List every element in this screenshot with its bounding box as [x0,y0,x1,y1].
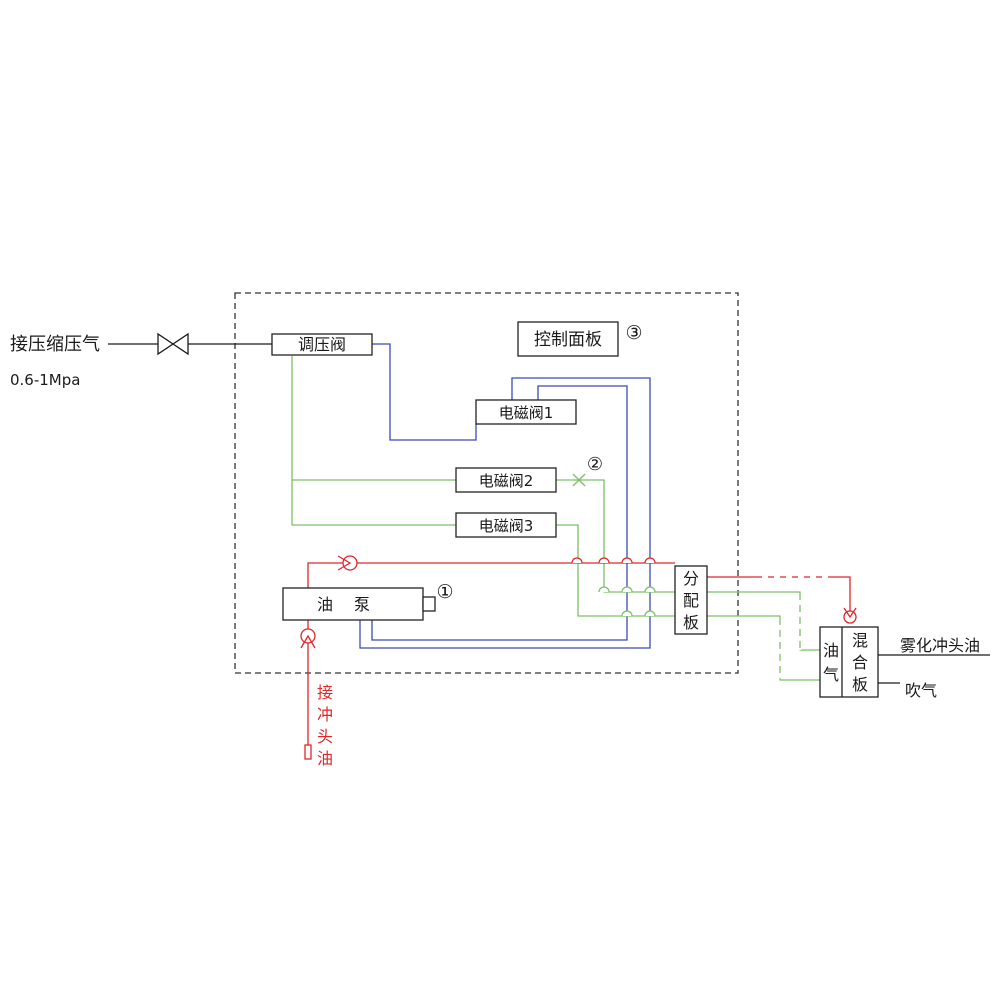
solenoid-1-box [475,399,577,425]
mixer-label-1: 混 [852,631,868,650]
regulator-label: 调压阀 [298,335,346,354]
solenoid-3-box [455,512,557,538]
distributor-box [674,565,708,635]
green-dashed-segments [779,600,801,680]
oil-pump-marker: ① [436,581,453,603]
check-valve-icon [843,607,857,624]
restrictor-icon [572,473,586,487]
oil-inlet-label-4: 油 [317,749,333,768]
oil-inlet-label-2: 冲 [317,705,333,724]
inlet-pressure: 0.6-1Mpa [10,371,80,389]
mixer-label-2: 合 [852,653,868,672]
solenoid-1-label: 电磁阀1 [499,404,554,422]
regulator-box [271,333,373,356]
pump-motor-box [422,596,436,612]
check-valve-icon [300,628,316,649]
solenoid-2-marker: ② [587,454,603,475]
distributor-label-2: 配 [683,591,699,610]
check-valve-icon [337,555,358,571]
shutoff-valve-icon [157,332,189,356]
oil-inlet-label-3: 头 [317,727,333,746]
distributor-label-1: 分 [683,569,699,588]
oil-pump-label-left: 油 [317,595,333,614]
mixer-label-3: 板 [852,675,868,694]
oil-pump-box [282,587,424,621]
mixer-gas-label: 气 [823,665,839,684]
inlet-label: 接压缩压气 [10,334,100,355]
oil-inlet-filter-icon [304,744,312,760]
output-blow-label: 吹气 [905,681,937,700]
mixer-box [819,626,879,698]
distributor-label-3: 板 [683,613,699,632]
output-lines [878,654,990,684]
crossover-humps [571,557,656,617]
oil-inlet-label-1: 接 [317,683,333,702]
mixer-oil-label: 油 [823,641,839,660]
solenoid-2-box [455,467,557,493]
control-panel-label: 控制面板 [534,330,602,350]
blue-air-lines [359,343,651,649]
output-atomized-oil-label: 雾化冲头油 [900,636,980,655]
oil-pump-label-right: 泵 [354,595,370,614]
control-panel-box [517,321,619,357]
equipment-enclosure [234,292,739,674]
solenoid-2-label: 电磁阀2 [479,472,534,490]
solenoid-3-label: 电磁阀3 [479,517,534,535]
control-panel-marker: ③ [625,322,642,344]
